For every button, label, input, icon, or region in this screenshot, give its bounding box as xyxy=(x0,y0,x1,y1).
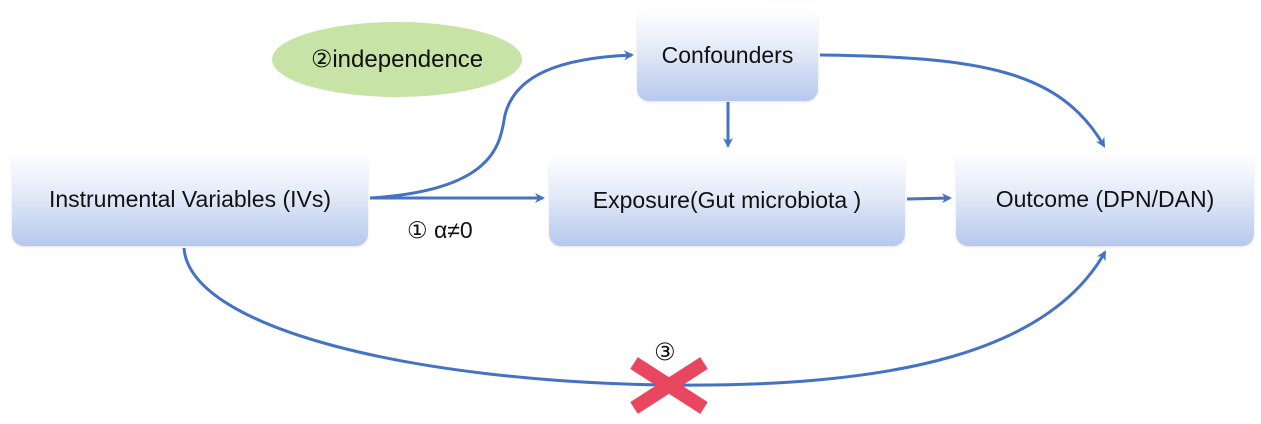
exclusion-label: ③ xyxy=(654,339,676,366)
node-ivs-label: Instrumental Variables (IVs) xyxy=(48,185,332,212)
node-outcome-label: Outcome (DPN/DAN) xyxy=(995,185,1215,212)
arrow-confounders-to-outcome xyxy=(819,53,1106,148)
node-confounders: Confounders xyxy=(637,9,818,101)
node-outcome: Outcome (DPN/DAN) xyxy=(956,152,1254,246)
node-exposure-label: Exposure(Gut microbiota ) xyxy=(592,186,862,213)
cross-mark-icon xyxy=(630,357,708,414)
relevance-label: ① α≠0 xyxy=(407,217,473,243)
independence-badge: ②independence xyxy=(272,22,522,97)
arrow-ivs-to-confounders xyxy=(369,50,634,200)
arrow-exposure-to-outcome xyxy=(906,193,952,204)
node-confounders-label: Confounders xyxy=(661,41,794,68)
independence-label: ②independence xyxy=(310,46,484,73)
node-exposure: Exposure(Gut microbiota ) xyxy=(549,154,905,246)
node-instrumental-variables: Instrumental Variables (IVs) xyxy=(12,152,368,246)
